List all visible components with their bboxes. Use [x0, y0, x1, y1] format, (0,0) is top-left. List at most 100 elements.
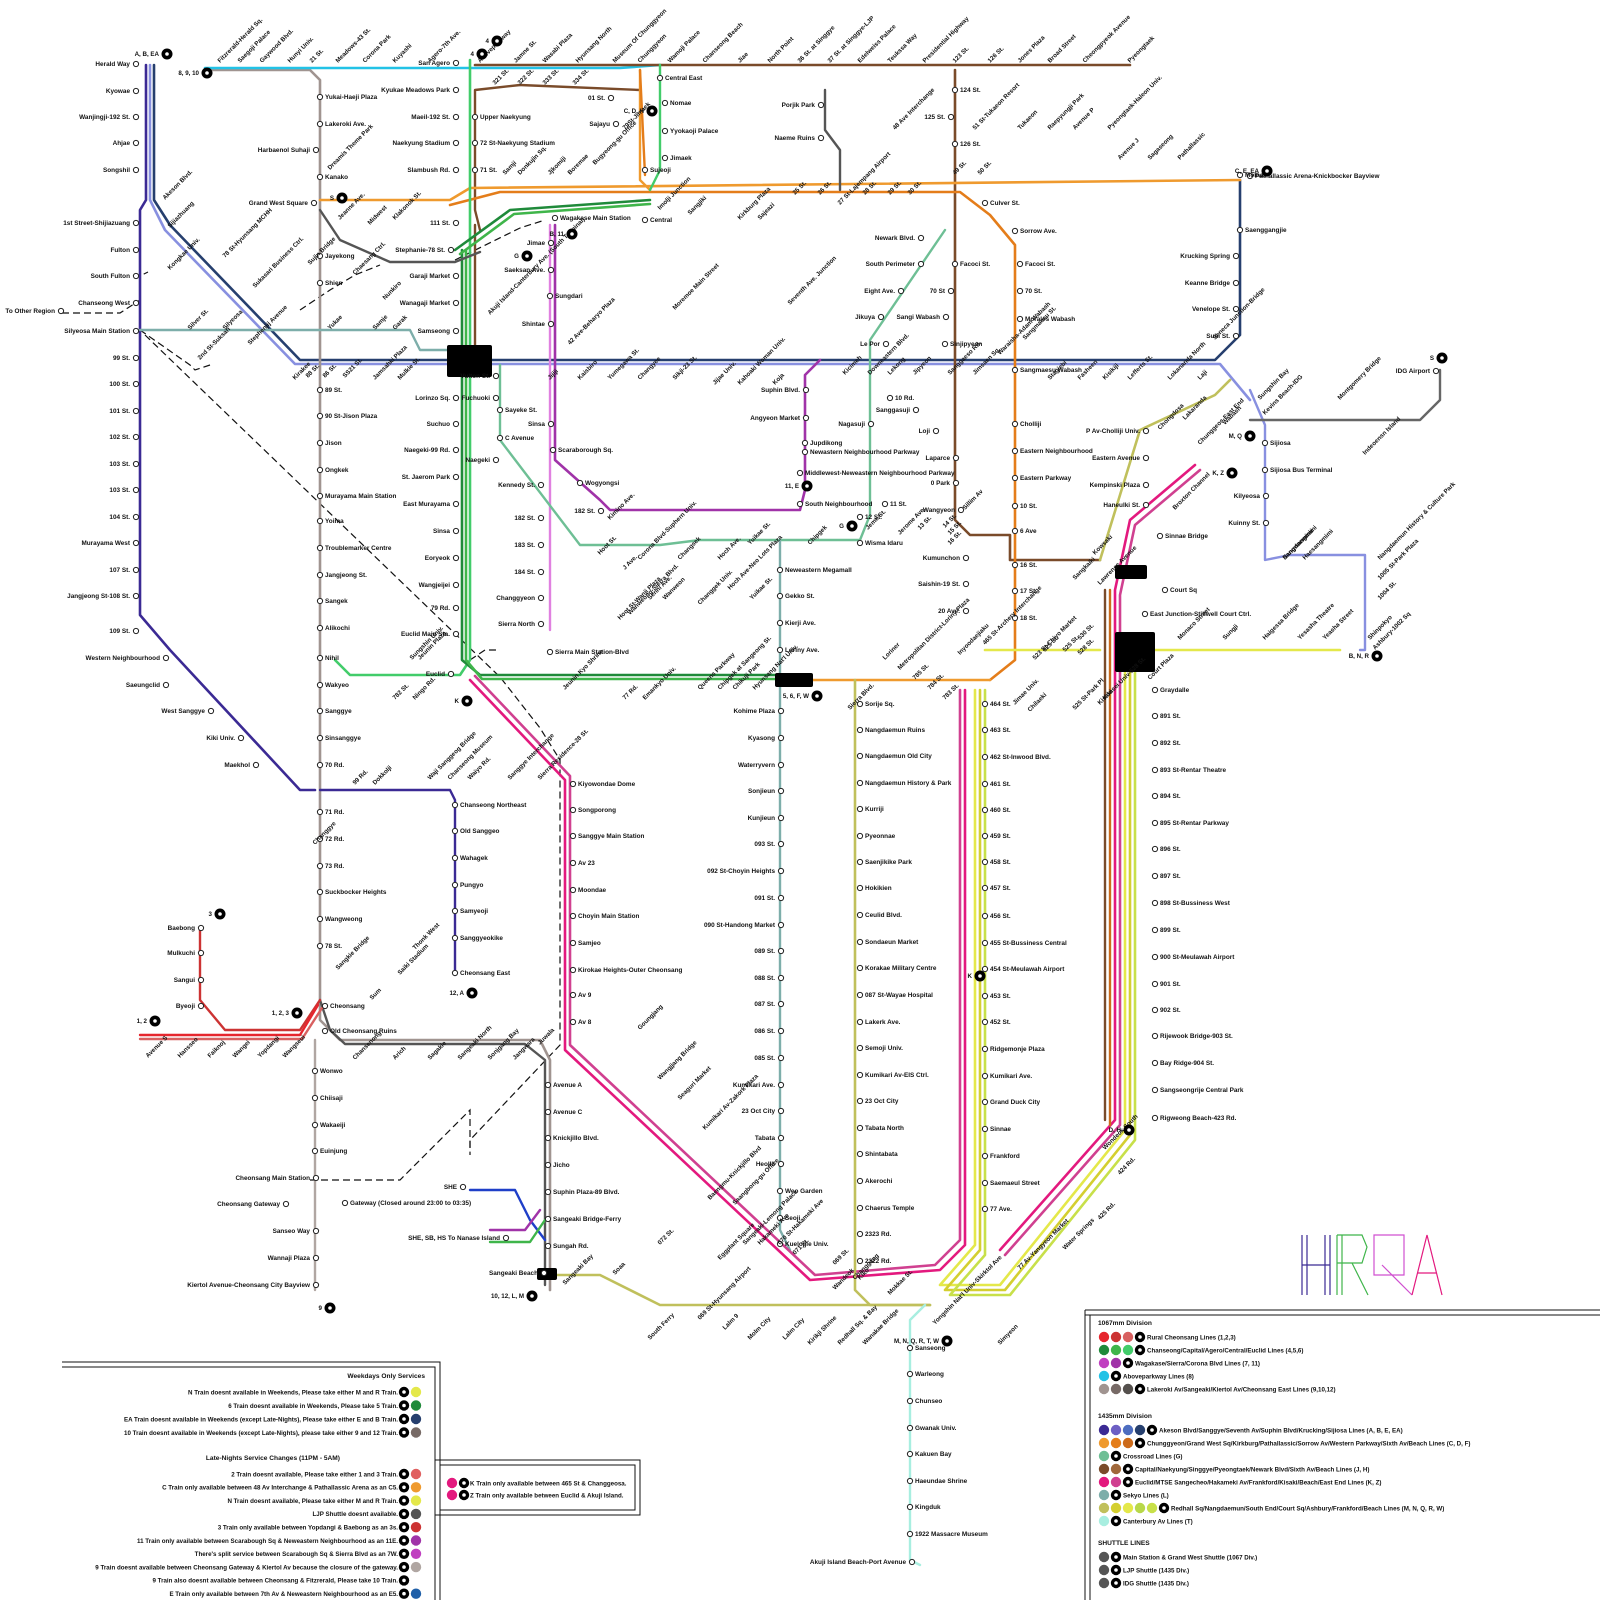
station-marker[interactable]: [1017, 316, 1022, 321]
station-marker[interactable]: [1152, 1115, 1157, 1120]
station-marker[interactable]: [778, 895, 783, 900]
station-label-kumunchon[interactable]: Kumunchon: [923, 555, 960, 562]
station-label-changgyeon[interactable]: Changgyeon: [496, 595, 535, 602]
station-label-104-st[interactable]: 104 St.: [109, 514, 130, 521]
station-marker[interactable]: [878, 314, 883, 319]
station-label-455-st-bussiness-central[interactable]: 455 St-Bussiness Central: [990, 940, 1067, 947]
station-marker[interactable]: [545, 1216, 550, 1221]
station-marker[interactable]: [907, 1345, 912, 1350]
station-label-naegeki-99-rd[interactable]: Naegeki-99 Rd.: [404, 447, 450, 454]
station-marker[interactable]: [453, 528, 458, 533]
station-marker[interactable]: [453, 631, 458, 636]
station-marker[interactable]: [253, 762, 258, 767]
station-label-emankyo-univ[interactable]: Emankyo Univ.: [641, 665, 677, 701]
station-marker[interactable]: [133, 628, 138, 633]
station-label-jangjeong-st[interactable]: Jangjeong St.: [325, 572, 367, 579]
station-marker[interactable]: [198, 950, 203, 955]
station-marker[interactable]: [133, 140, 138, 145]
station-label-wakaeiji[interactable]: Wakaeiji: [320, 1122, 346, 1129]
station-marker[interactable]: [312, 1068, 317, 1073]
station-label-sangseongrije-central-park[interactable]: Sangseongrije Central Park: [1160, 1087, 1244, 1094]
station-marker[interactable]: [857, 965, 862, 970]
station-marker[interactable]: [317, 440, 322, 445]
station-marker[interactable]: [497, 407, 502, 412]
station-label-10-rd[interactable]: 10 Rd.: [895, 395, 914, 402]
station-label-123-st[interactable]: 123 St.: [951, 45, 970, 64]
station-label-lalm-9[interactable]: Lalm 9: [721, 1312, 740, 1331]
station-label-sangjiki[interactable]: Sangjiki: [686, 194, 708, 216]
station-label-euinjung[interactable]: Euinjung: [320, 1148, 347, 1155]
station-label-nomae[interactable]: Nomae: [670, 100, 692, 107]
station-marker[interactable]: [1152, 1087, 1157, 1092]
station-label-78-st-hyunsang-mchh[interactable]: 78 St-Hyunsang MCHH: [221, 207, 274, 260]
station-label-126-st[interactable]: 126 St.: [960, 141, 981, 148]
station-label-kennedy-st[interactable]: Kennedy St.: [498, 482, 535, 489]
station-marker[interactable]: [313, 1255, 318, 1260]
station-marker[interactable]: [283, 1201, 288, 1206]
station-label-091-st[interactable]: 091 St.: [754, 895, 775, 902]
station-label-warleong[interactable]: Warleong: [915, 1371, 944, 1378]
station-marker[interactable]: [133, 487, 138, 492]
station-label-79st-jimaek[interactable]: 79St-Jimaek: [621, 101, 652, 132]
station-label-loriner[interactable]: Loriner: [881, 641, 901, 661]
station-label-neweastern-megamall[interactable]: Neweastern Megamall: [785, 567, 852, 574]
station-label-sajayu[interactable]: Sajayu: [589, 121, 610, 128]
station-label-saenjikike-park[interactable]: Saenjikike Park: [865, 859, 912, 866]
station-marker[interactable]: [778, 1055, 783, 1060]
station-label-sinsanggye[interactable]: Sinsanggye: [325, 735, 361, 742]
station-label-71-st[interactable]: 71 St.: [480, 167, 497, 174]
station-label-suckbocker-heights[interactable]: Suckbocker Heights: [325, 889, 387, 896]
station-marker[interactable]: [452, 935, 457, 940]
station-label-soaa[interactable]: Soaa: [611, 1261, 627, 1277]
station-label-jimae[interactable]: Jimae: [527, 240, 546, 247]
station-label-korakae-military-centre[interactable]: Korakae Military Centre: [865, 965, 937, 972]
station-marker[interactable]: [642, 167, 647, 172]
station-marker[interactable]: [317, 467, 322, 472]
station-marker[interactable]: [453, 140, 458, 145]
station-marker[interactable]: [453, 447, 458, 452]
station-label-silyeosa-main-station[interactable]: Silyeosa Main Station: [64, 328, 130, 335]
station-label-facoci-st[interactable]: Facoci St.: [960, 261, 990, 268]
station-label-460-st[interactable]: 460 St.: [990, 807, 1011, 814]
station-marker[interactable]: [577, 480, 582, 485]
station-label-103-st[interactable]: 103 St.: [109, 461, 130, 468]
station-marker[interactable]: [952, 261, 957, 266]
station-label-shintabata[interactable]: Shintabata: [865, 1151, 898, 1158]
station-marker[interactable]: [1152, 687, 1157, 692]
station-label-cheonsang-main-station[interactable]: Cheonsang Main Station: [235, 1175, 310, 1182]
station-marker[interactable]: [317, 655, 322, 660]
station-marker[interactable]: [1152, 1060, 1157, 1065]
station-marker[interactable]: [777, 567, 782, 572]
station-label-sanggyeokike[interactable]: Sanggyeokike: [460, 935, 503, 942]
station-marker[interactable]: [907, 1478, 912, 1483]
station-label-lorinzo-sq[interactable]: Lorinzo Sq.: [415, 395, 450, 402]
station-label-yuikae-st[interactable]: Yuikae St.: [746, 521, 772, 547]
station-marker[interactable]: [342, 1200, 347, 1205]
station-marker[interactable]: [857, 753, 862, 758]
station-marker[interactable]: [1433, 368, 1438, 373]
station-label-western-neighbourhood[interactable]: Western Neighbourhood: [86, 655, 161, 662]
station-label-le-por[interactable]: Le Por: [860, 341, 880, 348]
station-marker[interactable]: [545, 1082, 550, 1087]
station-marker[interactable]: [857, 1258, 862, 1263]
station-label-kyasong[interactable]: Kyasong: [748, 735, 775, 742]
station-marker[interactable]: [453, 328, 458, 333]
station-label-boremae[interactable]: Boremae: [566, 152, 590, 176]
station-marker[interactable]: [317, 387, 322, 392]
station-label-23-oct-city[interactable]: 23 Oct City: [865, 1098, 899, 1105]
station-label-semoji-univ[interactable]: Semoji Univ.: [865, 1045, 903, 1052]
station-label-pyeongtaek[interactable]: Pyeongtaek: [1126, 35, 1156, 65]
station-label-south-perimeter[interactable]: South Perimeter: [866, 261, 916, 268]
station-marker[interactable]: [317, 280, 322, 285]
station-marker[interactable]: [948, 288, 953, 293]
station-marker[interactable]: [942, 341, 947, 346]
station-marker[interactable]: [1143, 502, 1148, 507]
station-label-hokikien[interactable]: Hokikien: [865, 885, 892, 892]
station-marker[interactable]: [133, 567, 138, 572]
station-marker[interactable]: [133, 114, 138, 119]
station-marker[interactable]: [857, 806, 862, 811]
station-marker[interactable]: [472, 167, 477, 172]
station-marker[interactable]: [133, 540, 138, 545]
station-marker[interactable]: [548, 267, 553, 272]
station-label-herald-way[interactable]: Herald Way: [95, 61, 130, 68]
